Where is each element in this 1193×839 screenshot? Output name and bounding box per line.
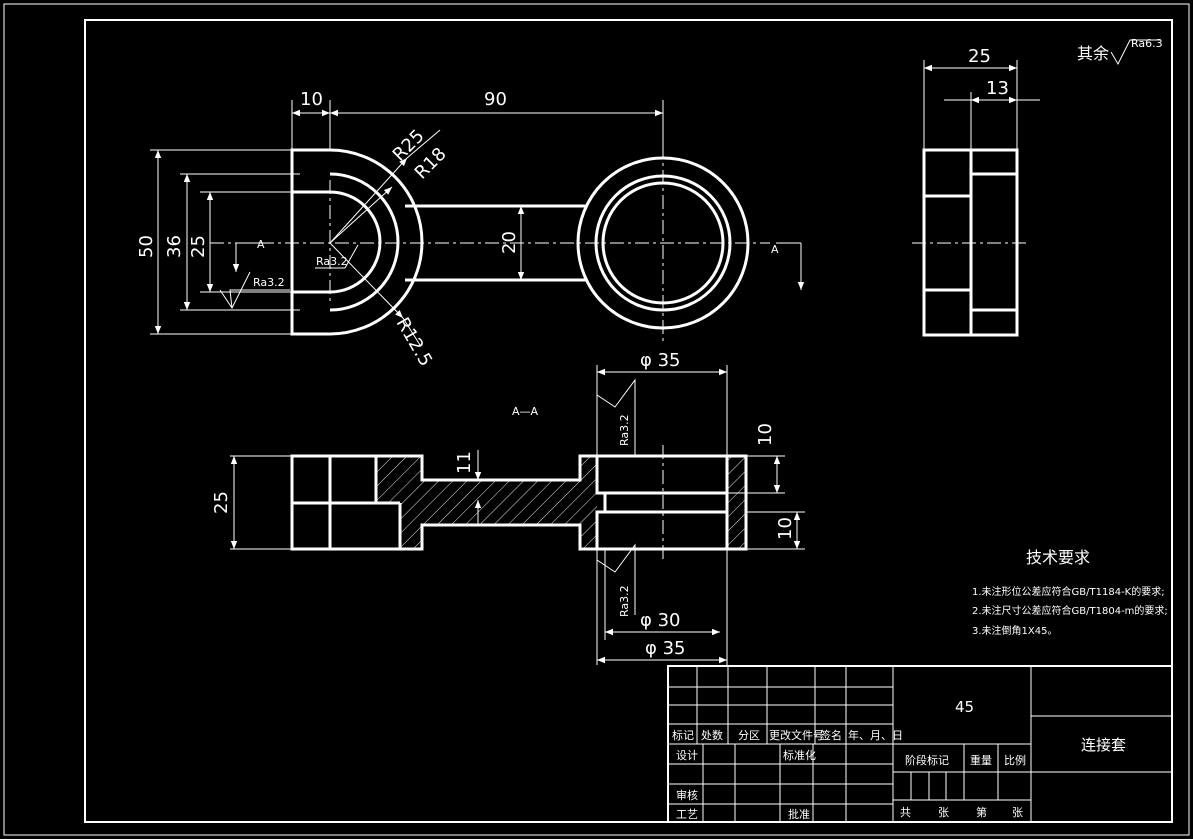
tb-scale: 比例 bbox=[1004, 753, 1026, 767]
sec-roughness-bot: Ra3.2 bbox=[618, 585, 631, 617]
dim-36: 36 bbox=[164, 235, 185, 258]
roughness-plan-center: Ra3.2 bbox=[316, 255, 348, 268]
tb-header-mark: 标记 bbox=[672, 728, 694, 742]
sec-dim-phi35-top: φ 35 bbox=[640, 350, 681, 371]
tb-sheet-unit: 张 bbox=[1012, 806, 1023, 819]
title-block bbox=[667, 665, 1173, 823]
requirement-1: 1.未注形位公差应符合GB/T1184-K的要求; bbox=[972, 585, 1165, 598]
sec-dim-25: 25 bbox=[211, 491, 232, 514]
tb-header-sign: 签名 bbox=[820, 728, 842, 742]
tb-part-name: 连接套 bbox=[1081, 736, 1126, 754]
dim-50: 50 bbox=[136, 235, 157, 258]
sec-dim-10-bot: 10 bbox=[775, 517, 796, 540]
sec-dim-phi30: φ 30 bbox=[640, 610, 681, 631]
dim-25-left: 25 bbox=[188, 235, 209, 258]
section-view bbox=[230, 365, 805, 665]
tb-sheets: 张 bbox=[938, 806, 949, 819]
section-mark-left: A bbox=[257, 238, 265, 251]
dim-90: 90 bbox=[484, 89, 507, 110]
sec-dim-phi35-bot: φ 35 bbox=[645, 638, 686, 659]
roughness-symbol bbox=[1110, 39, 1160, 66]
sec-dim-10-top: 10 bbox=[755, 423, 776, 446]
tb-header-zone: 分区 bbox=[738, 729, 760, 742]
section-mark-right: A bbox=[771, 243, 779, 256]
roughness-note-label: 其余 bbox=[1077, 44, 1109, 63]
plan-view bbox=[150, 100, 805, 346]
roughness-note-value: Ra6.3 bbox=[1131, 37, 1163, 50]
requirement-3: 3.未注倒角1X45。 bbox=[972, 624, 1057, 637]
tb-header-doc: 更改文件号 bbox=[769, 728, 824, 742]
tb-total: 共 bbox=[900, 806, 911, 819]
sec-dim-11: 11 bbox=[454, 451, 475, 474]
outer-frame bbox=[3, 3, 1190, 836]
tb-design: 设计 bbox=[676, 749, 698, 762]
tb-approve: 批准 bbox=[788, 807, 810, 821]
dim-r12-5: R12.5 bbox=[392, 314, 436, 370]
dim-side-13: 13 bbox=[986, 78, 1009, 99]
tb-sheet-no: 第 bbox=[976, 805, 987, 819]
tb-process: 工艺 bbox=[676, 808, 698, 821]
requirement-2: 2.未注尺寸公差应符合GB/T1804-m的要求; bbox=[972, 604, 1168, 617]
tb-header-count: 处数 bbox=[701, 729, 723, 742]
tb-header-date: 年、月、日 bbox=[848, 728, 903, 742]
tb-check: 审核 bbox=[676, 788, 698, 802]
tb-stage: 阶段标记 bbox=[905, 753, 949, 767]
section-title: A—A bbox=[512, 405, 539, 418]
inner-frame bbox=[84, 19, 1173, 823]
dim-side-25: 25 bbox=[968, 46, 991, 67]
sec-roughness-top: Ra3.2 bbox=[618, 414, 631, 446]
side-view bbox=[912, 60, 1040, 337]
requirements-title: 技术要求 bbox=[1026, 548, 1090, 567]
dim-10-top: 10 bbox=[300, 89, 323, 110]
dim-20: 20 bbox=[499, 231, 520, 254]
tb-weight: 重量 bbox=[970, 753, 992, 767]
roughness-plan: Ra3.2 bbox=[253, 276, 285, 289]
tb-material: 45 bbox=[955, 698, 974, 716]
tb-standard: 标准化 bbox=[783, 748, 816, 762]
